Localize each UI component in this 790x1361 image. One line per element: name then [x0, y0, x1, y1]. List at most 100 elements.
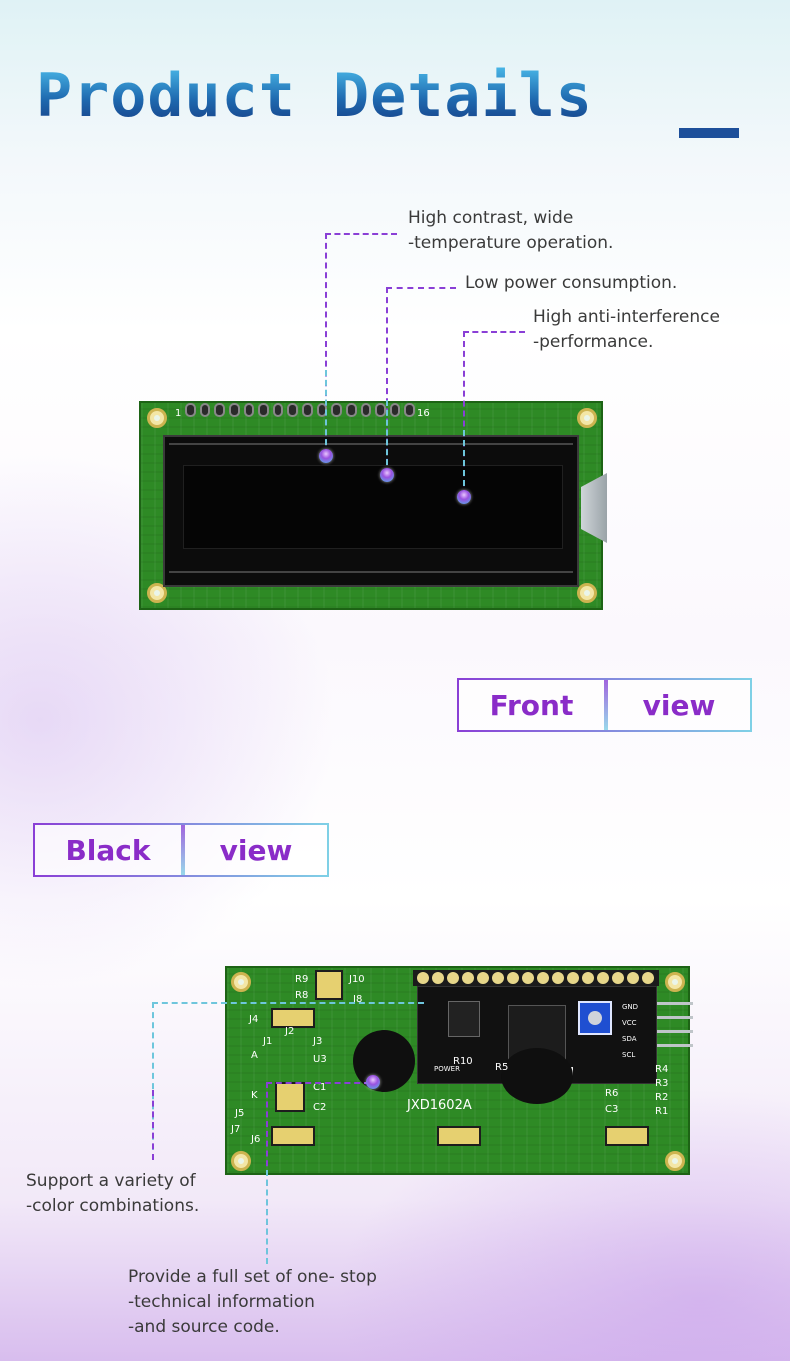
header-pins — [413, 970, 659, 986]
pin-label-sda: SDA — [622, 1035, 637, 1043]
callout-line — [386, 287, 388, 475]
i2c-backpack: MH POWER GND VCC SDA SCL — [417, 986, 657, 1084]
header-pins — [185, 403, 415, 421]
callout-colors-line2: -color combinations. — [26, 1196, 200, 1216]
lcd-back-board: MH POWER GND VCC SDA SCL JXD1602A R9 R8 … — [225, 966, 693, 1175]
callout-colors-line1: Support a variety of — [26, 1171, 196, 1191]
silk-ref: J1 — [263, 1036, 273, 1047]
callout-support-line2: -technical information — [128, 1292, 315, 1312]
silk-ref: R5 — [495, 1062, 509, 1073]
silk-ref: C1 — [313, 1082, 327, 1093]
callout-dot — [319, 449, 333, 463]
silk-ref: R10 — [453, 1056, 473, 1067]
silk-ref: J6 — [251, 1134, 261, 1145]
silk-ref: R6 — [605, 1088, 619, 1099]
callout-support: Provide a full set of one- stop -technic… — [128, 1265, 377, 1340]
callout-contrast: High contrast, wide -temperature operati… — [408, 206, 613, 256]
callout-dot — [457, 490, 471, 504]
callout-line — [463, 331, 465, 496]
front-section: High contrast, wide -temperature operati… — [139, 206, 752, 732]
silk-ref: J2 — [285, 1026, 295, 1037]
callout-power: Low power consumption. — [465, 271, 677, 296]
solder-pad — [437, 1126, 481, 1146]
silk-ref: J10 — [349, 974, 365, 985]
label-divider — [604, 680, 608, 730]
callout-interference-line1: High anti-interference — [533, 307, 720, 327]
lcd-bezel — [163, 435, 579, 587]
model-mark: JXD1602A — [407, 1098, 472, 1113]
callout-power-line1: Low power consumption. — [465, 273, 678, 293]
callout-contrast-line2: -temperature operation. — [408, 233, 614, 253]
callout-line — [266, 1082, 370, 1084]
callout-interference-line2: -performance. — [533, 332, 654, 352]
callout-line — [325, 233, 327, 455]
silk-ref: R9 — [295, 974, 309, 985]
power-mark: POWER — [434, 1065, 460, 1073]
silk-ref: R4 — [655, 1064, 669, 1075]
back-view-word1: Black — [65, 833, 151, 867]
callout-line — [386, 400, 388, 475]
callout-line — [463, 331, 525, 333]
solder-pad — [605, 1126, 649, 1146]
page-title: Product Details — [36, 61, 593, 131]
callout-line — [152, 1002, 154, 1160]
label-divider — [181, 825, 185, 875]
pin-label-end: 16 — [417, 408, 430, 419]
callout-line — [325, 370, 327, 455]
silk-ref: K — [251, 1090, 258, 1101]
side-pins — [657, 998, 693, 1054]
callout-dot — [380, 468, 394, 482]
silk-ref: C3 — [605, 1104, 619, 1115]
cob-blob — [501, 1048, 573, 1104]
callout-dot — [366, 1075, 380, 1089]
lcd-front-board: 1 16 — [139, 401, 607, 610]
callout-line — [325, 233, 397, 235]
silk-ref: U3 — [313, 1054, 327, 1065]
callout-interference: High anti-interference -performance. — [533, 305, 720, 355]
solder-pad — [271, 1126, 315, 1146]
jumper-block — [448, 1001, 480, 1037]
mount-hole — [665, 1151, 685, 1171]
callout-support-line3: -and source code. — [128, 1317, 280, 1337]
silk-ref: R2 — [655, 1092, 669, 1103]
front-view-label: Front view — [457, 678, 752, 732]
silk-ref: C2 — [313, 1102, 327, 1113]
silk-ref: A — [251, 1050, 258, 1061]
solder-pad — [275, 1082, 305, 1112]
callout-line — [152, 1090, 154, 1160]
callout-line — [266, 1170, 268, 1264]
lcd-screen — [183, 465, 563, 549]
callout-support-line1: Provide a full set of one- stop — [128, 1267, 377, 1287]
back-view-label: Black view — [33, 823, 329, 877]
callout-colors: Support a variety of -color combinations… — [26, 1169, 199, 1219]
pin-label-gnd: GND — [622, 1003, 639, 1011]
pin-label-scl: SCL — [622, 1051, 636, 1059]
pin-label-vcc: VCC — [622, 1019, 637, 1027]
silk-ref: J5 — [235, 1108, 245, 1119]
solder-pad — [271, 1008, 315, 1028]
front-view-word2: view — [642, 688, 716, 722]
callout-contrast-line1: High contrast, wide — [408, 208, 574, 228]
mount-hole — [231, 972, 251, 992]
pin-label-start: 1 — [175, 408, 182, 419]
back-view-word2: view — [219, 833, 293, 867]
callout-line — [152, 1002, 424, 1004]
mount-hole — [577, 408, 597, 428]
title-accent-bar — [679, 128, 739, 138]
silk-ref: R3 — [655, 1078, 669, 1089]
solder-pad — [315, 970, 343, 1000]
silk-ref: J4 — [249, 1014, 259, 1025]
mount-hole — [231, 1151, 251, 1171]
callout-line — [386, 287, 456, 289]
mount-hole — [577, 583, 597, 603]
silk-ref: J3 — [313, 1036, 323, 1047]
i2c-module-edge — [581, 473, 607, 543]
silk-ref: J8 — [353, 994, 363, 1005]
blue-potentiometer — [578, 1001, 612, 1035]
mount-hole — [147, 408, 167, 428]
mount-hole — [147, 583, 167, 603]
front-view-word1: Front — [489, 688, 574, 722]
silk-ref: R8 — [295, 990, 309, 1001]
mount-hole — [665, 972, 685, 992]
silk-ref: J7 — [231, 1124, 241, 1135]
